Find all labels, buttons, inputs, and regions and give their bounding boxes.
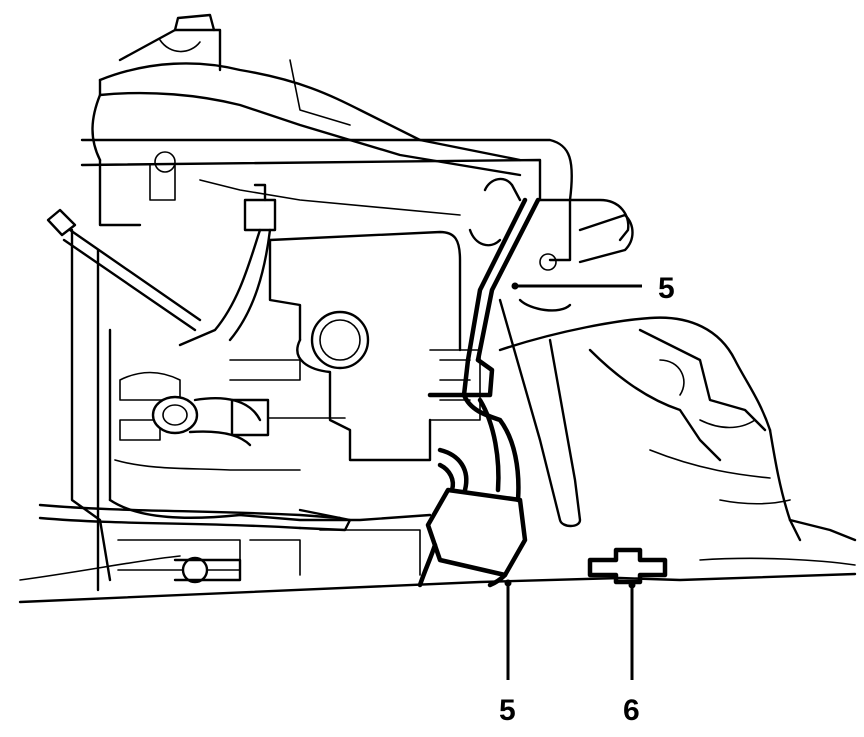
leader-lines — [504, 282, 642, 680]
ground-line — [18, 555, 857, 604]
callout-connector: 6 — [623, 694, 640, 727]
dipstick-tube — [46, 208, 202, 332]
highlighted-intake-hose — [417, 447, 528, 588]
intake-manifold — [80, 13, 573, 262]
connector-part — [587, 547, 668, 585]
leader-dot-upper-5 — [511, 282, 519, 290]
cylinder-cover — [268, 230, 481, 462]
lower-harness — [38, 503, 352, 584]
leader-dot-6 — [628, 581, 636, 589]
callout-upper-hose: 5 — [658, 272, 675, 305]
highlighted-vent-hose — [427, 197, 541, 503]
leader-dot-lower-5 — [504, 579, 512, 587]
upper-right-pipes — [468, 177, 634, 528]
transmission-case — [498, 316, 857, 542]
small-pipes — [151, 183, 346, 447]
engine-block — [70, 228, 432, 592]
callout-lower-hose: 5 — [499, 694, 516, 727]
